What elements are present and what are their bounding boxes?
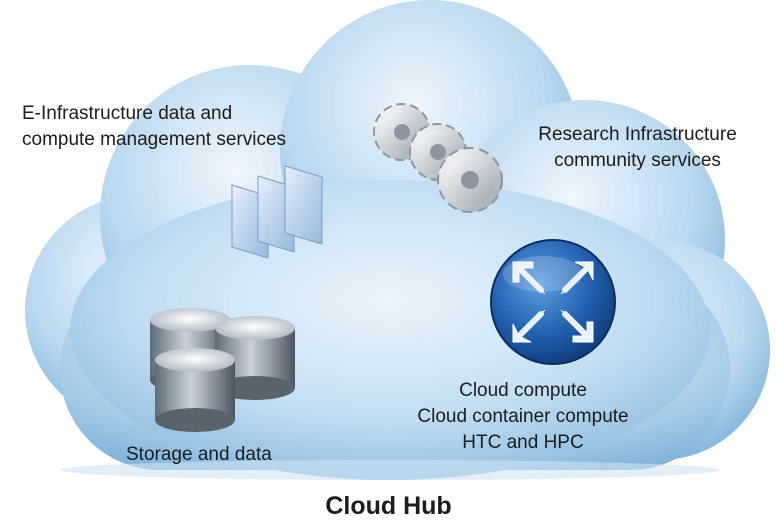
compute-line-3: HTC and HPC — [462, 432, 584, 453]
storage-text: Storage and data — [126, 444, 272, 465]
compute-line-1: Cloud compute — [459, 380, 587, 401]
research-line-1: Research Infrastructure — [538, 124, 737, 145]
einfra-services-label: E-Infrastructure data and compute manage… — [22, 101, 286, 153]
window-panes-icon — [231, 165, 323, 259]
compute-line-2: Cloud container compute — [417, 406, 629, 427]
gears-icon — [373, 103, 503, 213]
einfra-line-1: E-Infrastructure data and — [22, 103, 233, 124]
database-disks-icon — [150, 308, 295, 432]
research-services-label: Research Infrastructure community servic… — [500, 122, 775, 174]
router-arrows-icon — [490, 239, 616, 365]
diagram-title: Cloud Hub — [325, 492, 452, 520]
storage-label: Storage and data — [126, 442, 272, 468]
research-line-2: community services — [554, 150, 721, 171]
compute-label: Cloud compute Cloud container compute HT… — [383, 378, 663, 456]
einfra-line-2: compute management services — [22, 129, 287, 150]
